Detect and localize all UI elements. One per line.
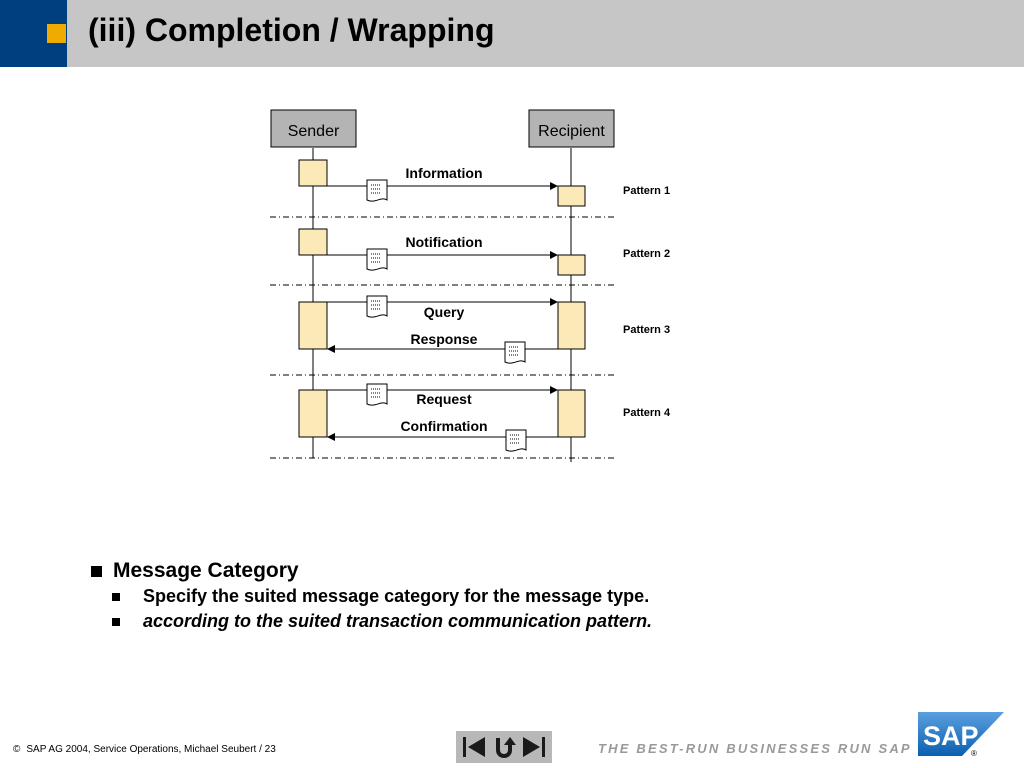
bullet-square-icon xyxy=(91,565,102,577)
return-button[interactable] xyxy=(489,733,519,761)
document-icon xyxy=(366,383,388,406)
recipient-activation xyxy=(557,301,586,350)
next-page-button[interactable] xyxy=(519,733,549,761)
recipient-box: Recipient xyxy=(528,109,615,148)
recipient-activation xyxy=(557,185,586,207)
slide-navigation xyxy=(456,731,552,763)
sender-activation xyxy=(298,159,328,187)
bullet-main: Message Category xyxy=(90,558,950,584)
first-page-button[interactable] xyxy=(459,733,489,761)
sap-logo: SAP ® xyxy=(918,712,1004,758)
sender-activation xyxy=(298,389,328,438)
sender-box: Sender xyxy=(270,109,357,148)
pattern-4-label: Pattern 4 xyxy=(623,407,671,419)
pattern-1-label: Pattern 1 xyxy=(623,185,670,197)
recipient-label: Recipient xyxy=(538,123,605,140)
bullet-square-icon xyxy=(112,617,120,626)
bullet-list: Message Category Specify the suited mess… xyxy=(90,558,950,634)
query-label: Query xyxy=(424,304,465,320)
copyright-icon: © xyxy=(13,744,21,755)
document-icon xyxy=(366,295,388,318)
sender-activation xyxy=(298,301,328,350)
pattern-2-label: Pattern 2 xyxy=(623,248,670,260)
sap-logo-text: SAP xyxy=(923,721,979,751)
recipient-activation xyxy=(557,254,586,276)
recipient-activation xyxy=(557,389,586,438)
svg-text:®: ® xyxy=(971,749,977,758)
bullet-sub-1-text: Specify the suited message category for … xyxy=(143,586,650,606)
document-icon xyxy=(505,429,527,452)
document-icon xyxy=(366,179,388,202)
bullet-sub-2-text: according to the suited transaction comm… xyxy=(143,611,653,631)
slide-title: (iii) Completion / Wrapping xyxy=(88,12,495,48)
pattern-3-label: Pattern 3 xyxy=(623,324,670,336)
request-label: Request xyxy=(416,391,472,407)
header-bar: (iii) Completion / Wrapping xyxy=(0,0,1024,67)
bullet-main-text: Message Category xyxy=(113,559,299,582)
footer-copyright: © SAP AG 2004, Service Operations, Michae… xyxy=(13,744,276,755)
bullet-square-icon xyxy=(112,592,120,601)
sender-activation xyxy=(298,228,328,256)
footer-copyright-text: SAP AG 2004, Service Operations, Michael… xyxy=(26,744,276,755)
document-icon xyxy=(504,341,526,364)
bullet-sub-2: according to the suited transaction comm… xyxy=(112,609,950,634)
return-icon xyxy=(496,737,516,758)
next-page-icon xyxy=(523,737,545,757)
footer-tagline: THE BEST-RUN BUSINESSES RUN SAP xyxy=(598,741,912,756)
information-label: Information xyxy=(406,165,483,181)
bullet-sub-1: Specify the suited message category for … xyxy=(112,584,950,609)
notification-label: Notification xyxy=(406,234,483,250)
first-page-icon xyxy=(463,737,485,757)
response-label: Response xyxy=(411,331,478,347)
header-square-icon xyxy=(47,24,66,43)
sender-label: Sender xyxy=(288,123,340,140)
confirmation-label: Confirmation xyxy=(400,418,487,434)
document-icon xyxy=(366,248,388,271)
